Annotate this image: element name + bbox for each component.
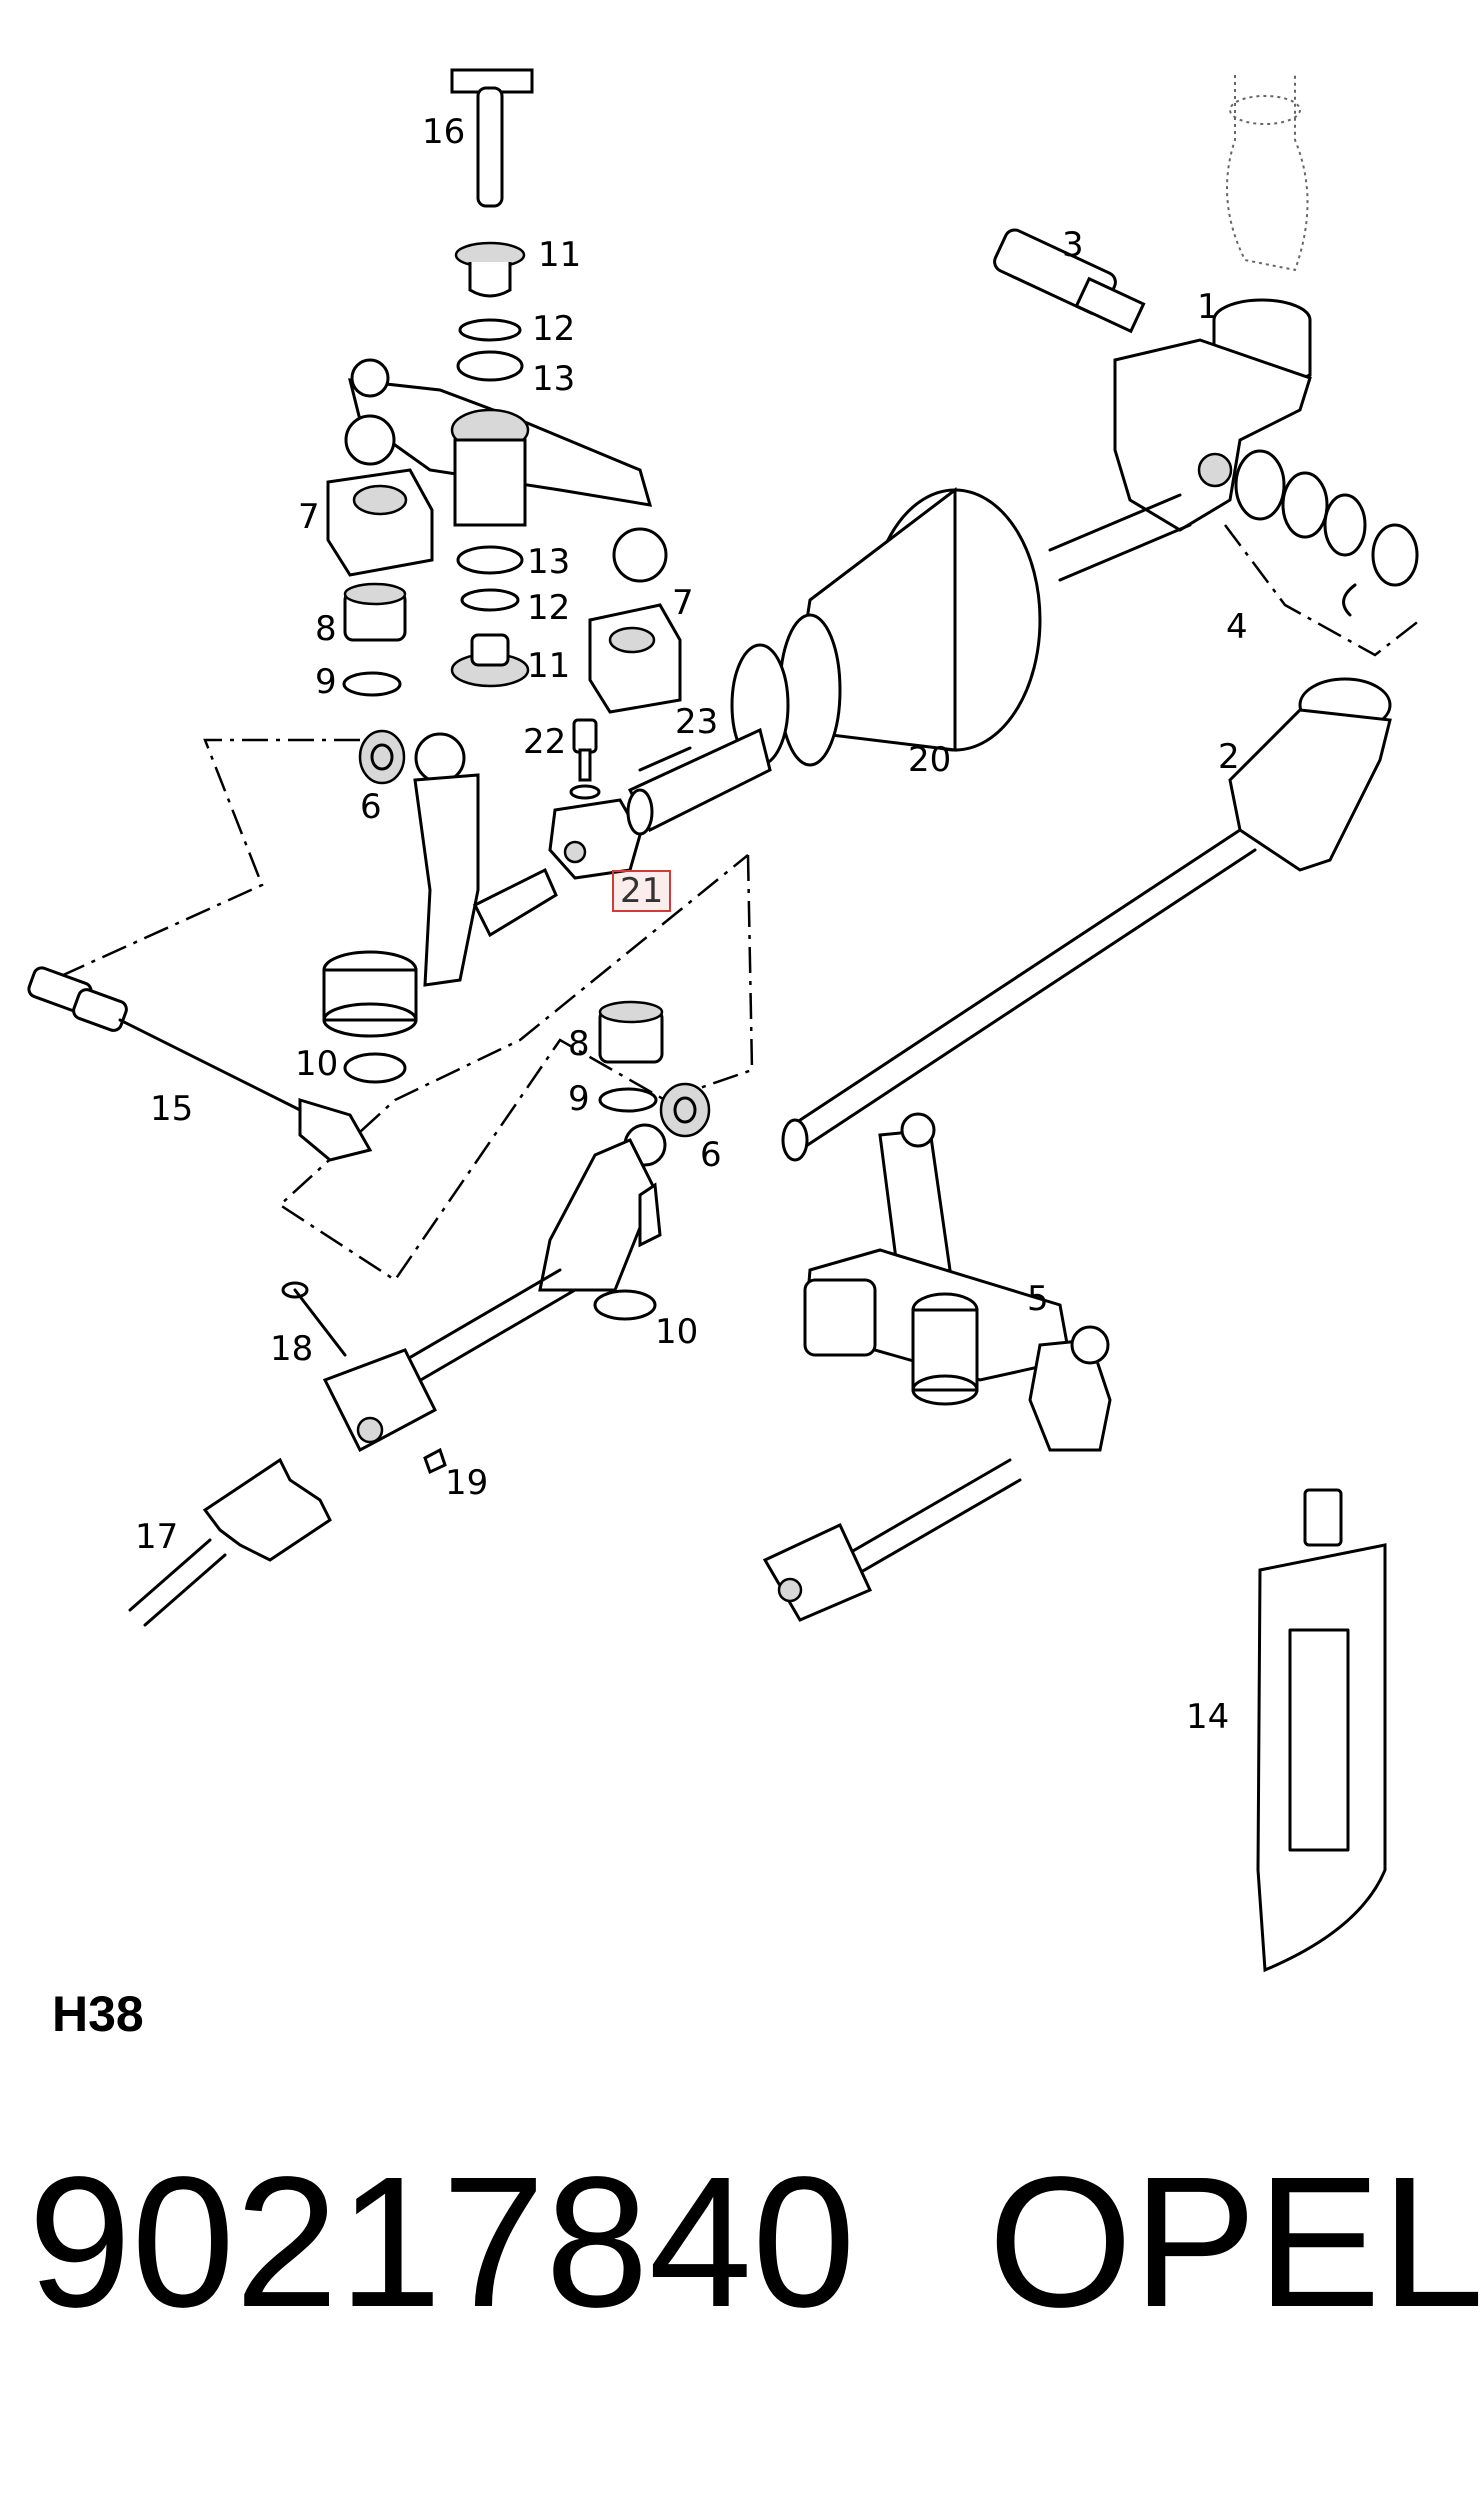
group-outline-lower [277, 854, 754, 1282]
brand-name: OPEL [988, 2139, 1480, 2346]
lower-shift-lever [322, 1123, 667, 1453]
callout-1: 1 [1197, 287, 1219, 327]
part-4-seal-kit [1234, 449, 1419, 617]
callout-11-top: 11 [538, 235, 582, 275]
exploded-parts-diagram [27, 68, 1421, 1973]
part-footer: 90217840 OPEL [28, 2139, 1480, 2410]
callout-21-highlighted: 21 [612, 870, 672, 912]
part-6-roller-left [358, 729, 406, 785]
part-20-boot [626, 486, 1192, 836]
part-10-circlip-left [343, 1052, 407, 1084]
callout-19: 19 [445, 1463, 489, 1503]
part-2-shift-rod [781, 677, 1392, 1162]
part-14-grease-tube [1256, 1488, 1387, 1973]
part-7-block-right [588, 603, 682, 714]
part-number: 90217840 [28, 2139, 856, 2346]
group-outline-left [29, 738, 360, 992]
callout-22: 22 [523, 722, 567, 762]
part-23-pin-line [638, 746, 692, 772]
part-22-bolt [569, 718, 601, 800]
lever-plate-upper [344, 358, 668, 583]
part-21-selector-clamp [548, 798, 642, 880]
part-15-cable [27, 966, 373, 1162]
callout-8-lower: 8 [568, 1024, 590, 1064]
selector-lever-left [322, 732, 558, 1038]
callout-2: 2 [1218, 737, 1240, 777]
callout-13-top: 13 [532, 359, 576, 399]
callout-4: 4 [1226, 607, 1248, 647]
part-11-bush-top [454, 241, 526, 298]
part-3-switch [993, 228, 1146, 334]
callout-10-lower: 10 [655, 1312, 699, 1352]
part-13-ring-top [456, 350, 524, 382]
part-8-bushing-left [343, 582, 407, 642]
part-12-ring-mid [460, 588, 520, 612]
part-19-clip [423, 1447, 447, 1475]
callout-7-right: 7 [672, 583, 694, 623]
callout-16: 16 [422, 112, 466, 152]
part-7-block-left [326, 468, 434, 577]
callout-13-mid: 13 [527, 542, 571, 582]
callout-12-mid: 12 [527, 588, 571, 628]
part-5-assembly [762, 1112, 1112, 1622]
callout-10-left: 10 [295, 1044, 339, 1084]
part-16-clip [450, 68, 534, 208]
callout-20: 20 [908, 740, 952, 780]
callout-12-top: 12 [532, 309, 576, 349]
part-13-ring-mid [456, 545, 524, 575]
callout-11-mid: 11 [527, 646, 571, 686]
part-9-ring-left [342, 671, 402, 697]
part-8-bushing-lower [598, 1000, 664, 1064]
callout-7-left: 7 [298, 497, 320, 537]
callout-18: 18 [270, 1329, 314, 1369]
part-17-rod-end [128, 1457, 332, 1627]
part-18-pin [281, 1281, 347, 1357]
callout-9-left: 9 [315, 662, 337, 702]
part-11-bush-mid [450, 633, 530, 688]
callout-9-lower: 9 [568, 1079, 590, 1119]
callout-15: 15 [150, 1089, 194, 1129]
diagram-code: H38 [52, 1986, 144, 2042]
part-12-ring-top [458, 318, 522, 342]
callout-6-lower: 6 [700, 1135, 722, 1175]
callout-17: 17 [135, 1517, 179, 1557]
callout-14: 14 [1186, 1697, 1230, 1737]
part-9-ring-lower [598, 1087, 658, 1113]
part-1-housing [1113, 298, 1312, 532]
part-6-roller-lower [659, 1082, 711, 1138]
callout-23: 23 [675, 702, 719, 742]
part-10-circlip-lower [593, 1289, 657, 1321]
callout-8-left: 8 [315, 609, 337, 649]
callout-5: 5 [1027, 1279, 1049, 1319]
gear-lever-dotted [1226, 75, 1309, 272]
group-outline-4 [1224, 524, 1421, 657]
callout-3: 3 [1062, 225, 1084, 265]
callout-6-left: 6 [360, 787, 382, 827]
